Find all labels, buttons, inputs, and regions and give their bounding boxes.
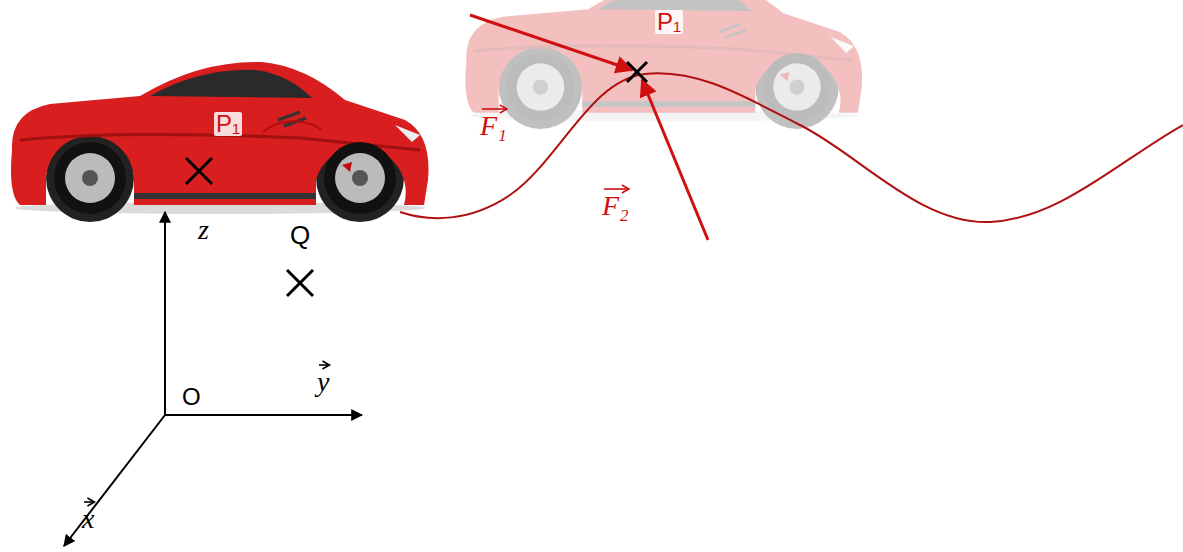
origin-label: O xyxy=(180,385,203,409)
y-axis xyxy=(165,414,362,416)
faded-car xyxy=(465,0,862,129)
axis-label: x xyxy=(80,505,96,533)
vector-arrow xyxy=(84,501,94,503)
point-label: P₁ xyxy=(214,112,242,136)
point-label: Q xyxy=(288,222,312,248)
force-arrow xyxy=(470,15,632,70)
point-cross xyxy=(627,62,647,82)
trajectory-curve xyxy=(263,121,322,132)
point-cross xyxy=(287,270,313,296)
point-cross xyxy=(186,158,212,184)
vector-arrow xyxy=(319,364,329,366)
trajectory-curve xyxy=(400,73,1183,222)
force-arrow xyxy=(642,80,708,240)
vector-arrow xyxy=(604,188,629,190)
x-axis xyxy=(64,415,165,546)
z-axis xyxy=(164,212,166,415)
force-label: F₁ xyxy=(478,112,509,140)
car xyxy=(11,62,429,222)
point-label: P₁ xyxy=(655,10,683,34)
vector-arrow xyxy=(482,108,507,110)
axis-label: z xyxy=(196,216,211,244)
axis-label: y xyxy=(315,368,331,396)
force-label: F₂ xyxy=(600,192,631,220)
